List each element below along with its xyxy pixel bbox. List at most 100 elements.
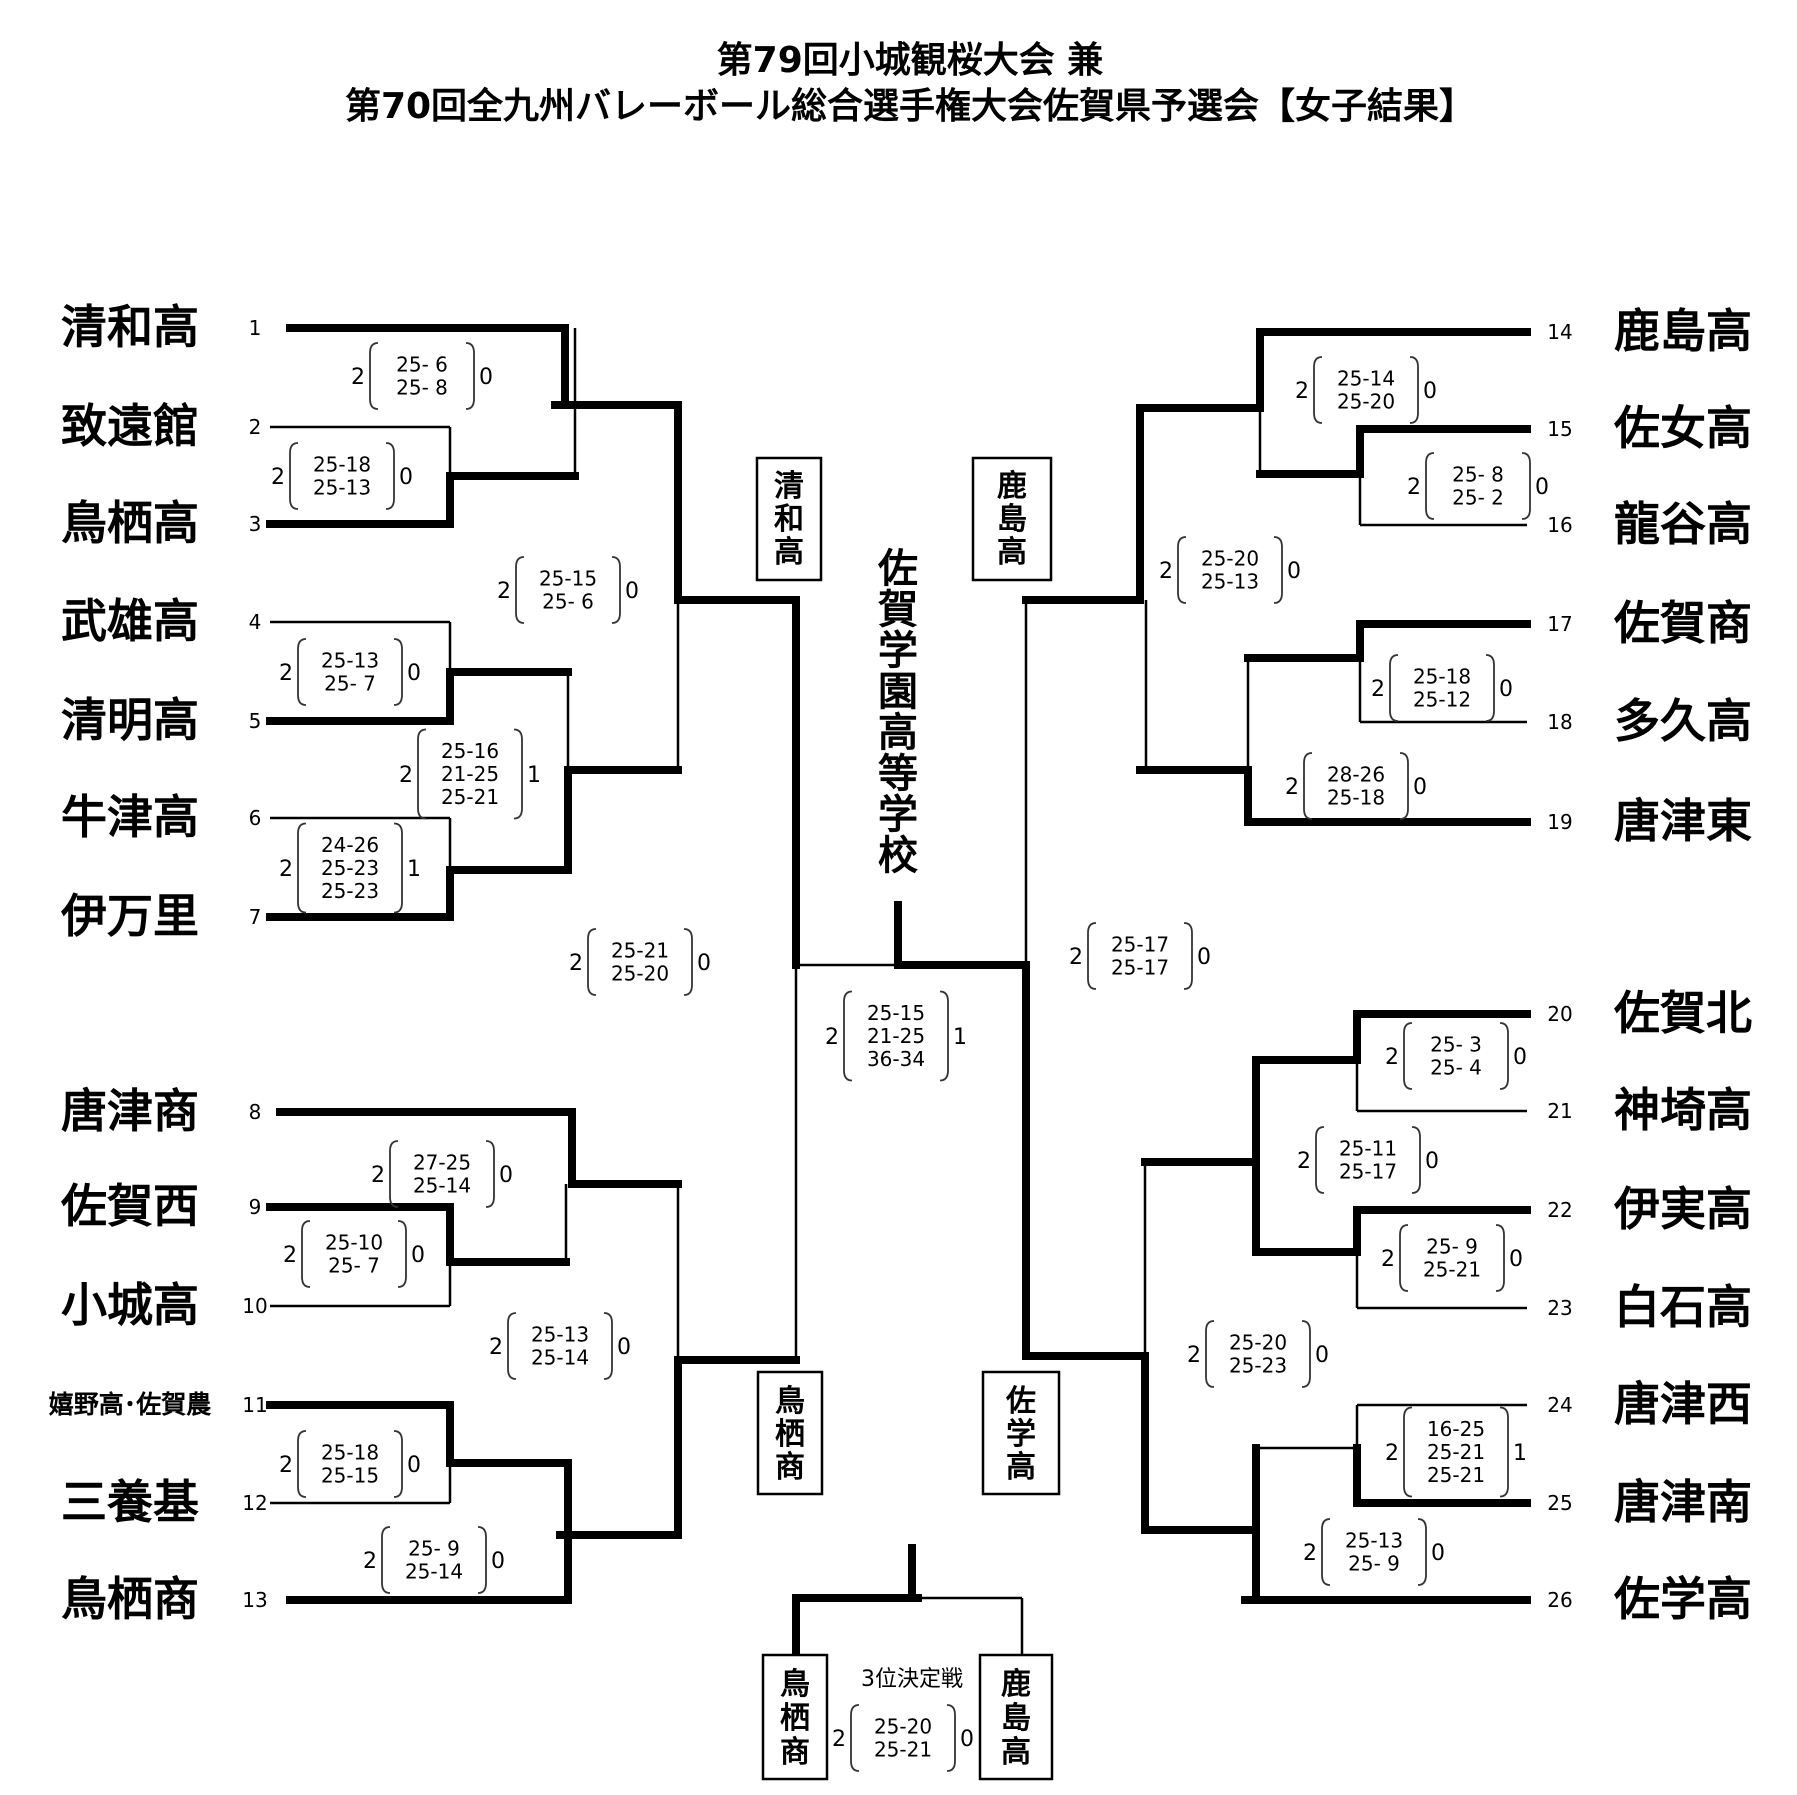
team-name: 伊実高 (1613, 1182, 1752, 1236)
set-score: 25- 9 (1348, 1552, 1400, 1576)
seed-number: 5 (249, 709, 262, 733)
sets-won-right: 0 (407, 661, 421, 686)
sets-won-left: 2 (1069, 945, 1083, 970)
set-score: 25-21 (1427, 1440, 1485, 1464)
set-score: 24-26 (321, 833, 379, 857)
set-score: 25-18 (321, 1441, 379, 1465)
sets-won-right: 0 (1197, 945, 1211, 970)
seed-number: 15 (1547, 417, 1572, 441)
seed-number: 18 (1547, 710, 1572, 734)
sets-won-left: 2 (1285, 775, 1299, 800)
team-name: 唐津商 (61, 1084, 199, 1138)
sets-won-left: 2 (1407, 475, 1421, 500)
sets-won-left: 2 (279, 857, 293, 882)
block-winner-bottom-right: 佐学高 (981, 1370, 1061, 1496)
sets-won-right: 0 (1509, 1247, 1523, 1272)
team-name: 白石高 (1614, 1280, 1752, 1334)
sets-won-right: 0 (1423, 379, 1437, 404)
set-score: 16-25 (1427, 1417, 1485, 1441)
team-name: 唐津西 (1614, 1377, 1752, 1431)
set-score: 25-21 (441, 785, 499, 809)
team-name: 佐賀西 (60, 1179, 199, 1233)
seed-number: 13 (242, 1588, 267, 1612)
team-name: 唐津南 (1614, 1475, 1752, 1529)
seed-number: 25 (1547, 1491, 1572, 1515)
seed-number: 9 (249, 1195, 262, 1219)
set-score: 25-21 (1423, 1258, 1481, 1282)
set-score: 25-21 (1427, 1463, 1485, 1487)
bracket-lines-top-right (1022, 328, 1531, 1360)
team-name: 伊万里 (60, 889, 199, 943)
sets-won-left: 2 (825, 1025, 839, 1050)
set-score: 25- 7 (328, 1254, 380, 1278)
seed-number: 4 (249, 610, 262, 634)
sets-won-left: 2 (1385, 1045, 1399, 1070)
team-name: 鳥栖商 (61, 1572, 199, 1626)
team-name: 龍谷高 (1614, 497, 1752, 551)
set-score: 25-15 (321, 1464, 379, 1488)
title-line-1: 第79回小城観桜大会 兼 (717, 40, 1104, 81)
svg-text:鹿島高: 鹿島高 (997, 469, 1027, 570)
set-score: 21-25 (441, 762, 499, 786)
set-score: 25-21 (611, 939, 669, 963)
sets-won-left: 2 (271, 465, 285, 490)
team-name: 致遠館 (61, 399, 199, 453)
set-score: 25-13 (531, 1323, 589, 1347)
third-place-right-team: 鹿島高 (978, 1653, 1054, 1781)
set-score: 25-14 (1337, 367, 1395, 391)
sets-won-left: 2 (1381, 1247, 1395, 1272)
third-place-left-team: 鳥栖商 (761, 1653, 829, 1781)
sets-won-right: 0 (625, 579, 639, 604)
set-score: 25-13 (321, 649, 379, 673)
seed-number: 7 (249, 905, 262, 929)
team-name: 武雄高 (61, 594, 199, 648)
block-winner-bottom-left: 鳥栖商 (756, 1370, 824, 1496)
sets-won-right: 1 (1513, 1441, 1527, 1466)
sets-won-right: 0 (1513, 1045, 1527, 1070)
seed-number: 6 (249, 806, 262, 830)
team-name: 佐賀商 (1613, 596, 1752, 650)
sets-won-right: 0 (960, 1727, 974, 1752)
sets-won-left: 2 (1297, 1149, 1311, 1174)
team-name: 神埼高 (1614, 1083, 1752, 1137)
team-name: 嬉野高･佐賀農 (49, 1390, 212, 1419)
svg-text:鳥栖商: 鳥栖商 (775, 1384, 805, 1485)
set-score: 25-18 (1413, 665, 1471, 689)
team-name: 鹿島高 (1614, 304, 1752, 358)
sets-won-left: 2 (279, 661, 293, 686)
set-score: 25- 8 (1452, 463, 1504, 487)
team-name: 牛津高 (61, 790, 199, 844)
sets-won-left: 2 (489, 1335, 503, 1360)
sets-won-right: 0 (479, 365, 493, 390)
set-score: 25-17 (1111, 956, 1169, 980)
set-score: 25- 8 (396, 376, 448, 400)
set-score: 25-14 (413, 1174, 471, 1198)
seed-number: 8 (249, 1100, 262, 1124)
set-score: 25-17 (1111, 933, 1169, 957)
seed-number: 12 (242, 1491, 267, 1515)
sets-won-left: 2 (371, 1163, 385, 1188)
set-score: 25- 4 (1430, 1056, 1482, 1080)
set-score: 25-21 (874, 1738, 932, 1762)
set-score: 25-20 (1337, 390, 1395, 414)
svg-text:清和高: 清和高 (774, 469, 804, 570)
seed-number: 16 (1547, 513, 1572, 537)
seed-number: 23 (1547, 1296, 1572, 1320)
sets-won-left: 2 (283, 1243, 297, 1268)
block-winner-top-right: 鹿島高 (971, 456, 1053, 582)
